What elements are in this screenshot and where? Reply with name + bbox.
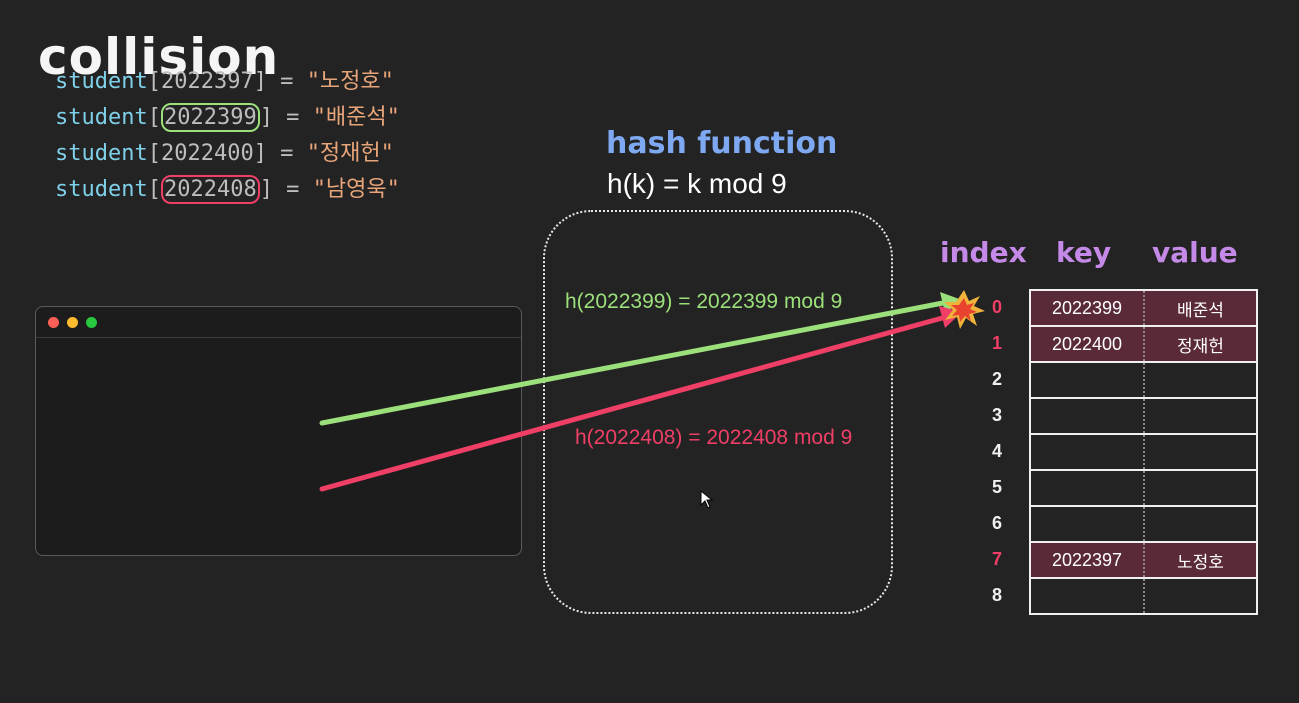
index-label: 8 xyxy=(991,585,1002,605)
index-label: 0 xyxy=(991,297,1002,317)
index-label: 3 xyxy=(991,405,1002,425)
cell-key xyxy=(1031,399,1145,433)
code-equals: = xyxy=(266,69,307,94)
code-keyword: student xyxy=(55,69,148,94)
code-keyword: student xyxy=(55,141,148,166)
index-label: 6 xyxy=(991,513,1002,533)
cell-key xyxy=(1031,507,1145,541)
window-titlebar xyxy=(36,307,521,338)
cell-value: 노정호 xyxy=(1177,552,1224,573)
code-key: 2022397 xyxy=(160,69,254,94)
code-key-highlight-red: 2022408 xyxy=(160,175,260,204)
table-row: 2022399 배준석 xyxy=(1031,291,1256,327)
header-index: index xyxy=(940,236,1027,269)
code-equals: = xyxy=(272,105,313,130)
cell-key: 2022400 xyxy=(1031,327,1145,361)
code-bracket: [ xyxy=(147,105,161,130)
code-window xyxy=(35,306,522,556)
index-label: 1 xyxy=(991,333,1002,353)
hash-calc-green: h(2022399) = 2022399 mod 9 xyxy=(565,290,843,313)
hash-formula: h(k) = k mod 9 xyxy=(607,168,787,199)
index-label: 5 xyxy=(991,477,1002,497)
window-minimize-icon[interactable] xyxy=(67,317,78,328)
code-key-highlight-green: 2022399 xyxy=(160,103,260,132)
cell-value: 배준석 xyxy=(1177,300,1224,321)
cell-key xyxy=(1031,471,1145,505)
code-equals: = xyxy=(272,177,313,202)
code-bracket: [ xyxy=(147,69,161,94)
table-row xyxy=(1031,579,1256,613)
table-row xyxy=(1031,363,1256,399)
table-row xyxy=(1031,507,1256,543)
window-maximize-icon[interactable] xyxy=(86,317,97,328)
index-label: 2 xyxy=(991,369,1002,389)
code-bracket: ] xyxy=(253,69,267,94)
explosion-icon xyxy=(944,290,985,329)
code-value: "배준석" xyxy=(312,105,400,130)
header-key: key xyxy=(1056,236,1112,269)
code-line: student[2022399] = "배준석" xyxy=(55,100,400,136)
code-bracket: [ xyxy=(147,141,161,166)
table-row xyxy=(1031,399,1256,435)
code-line: student[2022400] = "정재헌" xyxy=(55,136,400,172)
code-line: student[2022397] = "노정호" xyxy=(55,64,400,100)
hash-calc-red: h(2022408) = 2022408 mod 9 xyxy=(575,426,853,449)
code-bracket: ] xyxy=(259,177,273,202)
code-equals: = xyxy=(266,141,307,166)
cell-key: 2022399 xyxy=(1031,291,1145,325)
code-keyword: student xyxy=(55,105,148,130)
header-value: value xyxy=(1152,236,1238,269)
table-row: 2022397 노정호 xyxy=(1031,543,1256,579)
index-label: 4 xyxy=(991,441,1002,461)
code-line: student[2022408] = "남영욱" xyxy=(55,172,400,208)
code-block: student[2022397] = "노정호" student[2022399… xyxy=(55,64,400,208)
index-label: 7 xyxy=(991,549,1002,569)
arrow-red xyxy=(319,314,949,492)
code-value: "노정호" xyxy=(306,69,394,94)
cell-value: 정재헌 xyxy=(1177,336,1224,357)
hash-function-title: hash function xyxy=(606,126,838,161)
table-row: 2022400 정재헌 xyxy=(1031,327,1256,363)
table-row xyxy=(1031,435,1256,471)
code-value: "남영욱" xyxy=(312,177,400,202)
cell-key xyxy=(1031,363,1145,397)
window-close-icon[interactable] xyxy=(48,317,59,328)
code-keyword: student xyxy=(55,177,148,202)
page-title: collision xyxy=(38,28,280,86)
code-bracket: ] xyxy=(259,105,273,130)
code-bracket: ] xyxy=(253,141,267,166)
code-key: 2022400 xyxy=(160,141,254,166)
code-value: "정재헌" xyxy=(306,141,394,166)
hash-function-box xyxy=(543,210,893,614)
code-bracket: [ xyxy=(147,177,161,202)
cell-key xyxy=(1031,579,1145,613)
arrow-green xyxy=(319,299,951,426)
mouse-cursor-icon xyxy=(700,490,714,509)
cell-key: 2022397 xyxy=(1031,543,1145,577)
table-row xyxy=(1031,471,1256,507)
cell-key xyxy=(1031,435,1145,469)
hash-table: 2022399 배준석 2022400 정재헌 2022397 노정호 xyxy=(1029,289,1258,615)
